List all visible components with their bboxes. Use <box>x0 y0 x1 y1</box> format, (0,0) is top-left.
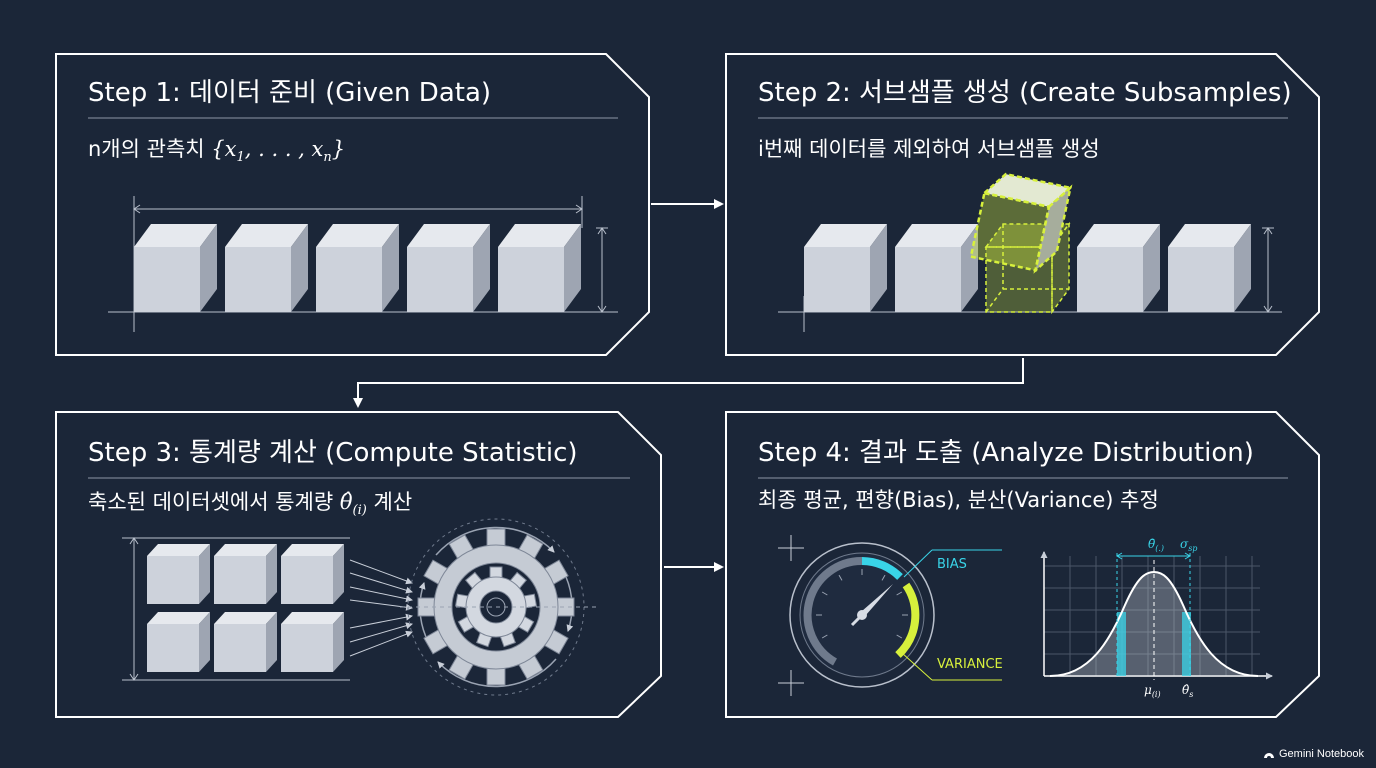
step3-subtitle: 축소된 데이터셋에서 통계량 θ̂(i) 계산 <box>88 490 412 518</box>
reduced-cube-6 <box>281 612 344 672</box>
distribution-plot: θ̄(.) σsp μ(i) θ̂s <box>1040 537 1273 699</box>
data-cube-1 <box>134 224 217 312</box>
gauge-bias-arc <box>861 557 903 580</box>
step2-panel: Step 2: 서브샘플 생성 (Create Subsamples) i번째 … <box>725 53 1320 356</box>
removed-cube <box>969 172 1074 274</box>
distribution-grid <box>1044 556 1260 676</box>
step2-subtitle: i번째 데이터를 제외하여 서브샘플 생성 <box>758 137 1100 161</box>
step2-title: Step 2: 서브샘플 생성 (Create Subsamples) <box>758 78 1292 108</box>
step3-panel: Step 3: 통계량 계산 (Compute Statistic) 축소된 데… <box>55 411 662 718</box>
step1-subtitle: n개의 관측치 {x1, . . . , xn} <box>88 137 345 165</box>
distribution-curve <box>1049 570 1259 677</box>
footer-watermark: Gemini Notebook <box>1263 748 1364 760</box>
step3-title: Step 3: 통계량 계산 (Compute Statistic) <box>88 438 578 468</box>
step4-title: Step 4: 결과 도출 (Analyze Distribution) <box>758 438 1254 468</box>
flow-arrows <box>353 199 1024 572</box>
step4-panel-border <box>725 411 1320 718</box>
dist-bottom-left-label: μ(i) <box>1144 683 1161 699</box>
variance-leader <box>901 652 933 681</box>
subsample-cube-4 <box>1077 224 1160 312</box>
data-cube-5 <box>498 224 581 312</box>
reduced-cube-4 <box>147 612 210 672</box>
reduced-cube-2 <box>214 544 277 604</box>
dist-bottom-right-label: θ̂s <box>1182 683 1193 699</box>
step1-data-cubes <box>134 224 581 312</box>
gauge-needle <box>859 583 894 618</box>
subsample-cube-2 <box>895 224 978 312</box>
step1-panel-border <box>55 53 650 356</box>
data-cube-4 <box>407 224 490 312</box>
tail-band-left <box>1117 612 1126 676</box>
bias-label: BIAS <box>937 557 967 572</box>
gauge-variance-arc <box>895 582 920 658</box>
gauge-ticks <box>816 569 908 639</box>
arrow-step2-to-step3 <box>353 358 1024 408</box>
variance-label: VARIANCE <box>937 657 1003 672</box>
step4-subtitle: 최종 평균, 편향(Bias), 분산(Variance) 추정 <box>758 488 1159 512</box>
crosshair-marks <box>778 535 804 696</box>
subsample-cube-5 <box>1168 224 1251 312</box>
reduced-cube-1 <box>147 544 210 604</box>
reduced-cube-5 <box>214 612 277 672</box>
data-cube-2 <box>225 224 308 312</box>
step4-panel: Step 4: 결과 도출 (Analyze Distribution) 최종 … <box>725 411 1320 718</box>
step3-panel-border <box>55 411 662 718</box>
tail-band-right <box>1182 612 1191 676</box>
bias-variance-gauge <box>789 542 1002 688</box>
step1-title: Step 1: 데이터 준비 (Given Data) <box>88 78 491 108</box>
step2-panel-border <box>725 53 1320 356</box>
gauge-gray-arc <box>803 556 863 666</box>
reduced-cube-3 <box>281 544 344 604</box>
gemini-logo-icon <box>1264 753 1274 758</box>
subsample-cube-1 <box>804 224 887 312</box>
step3-input-lines <box>349 559 413 657</box>
footer-label: Gemini Notebook <box>1279 748 1364 760</box>
bias-leader <box>903 549 933 578</box>
step3-dimension-lines <box>122 537 350 681</box>
dist-top-right-label: σsp <box>1180 537 1197 553</box>
data-cube-3 <box>316 224 399 312</box>
dist-top-left-label: θ̄(.) <box>1148 537 1164 553</box>
gear-icon <box>400 518 600 696</box>
step3-subsample-cubes <box>147 544 344 672</box>
step1-panel: Step 1: 데이터 준비 (Given Data) n개의 관측치 {x1,… <box>55 53 650 356</box>
